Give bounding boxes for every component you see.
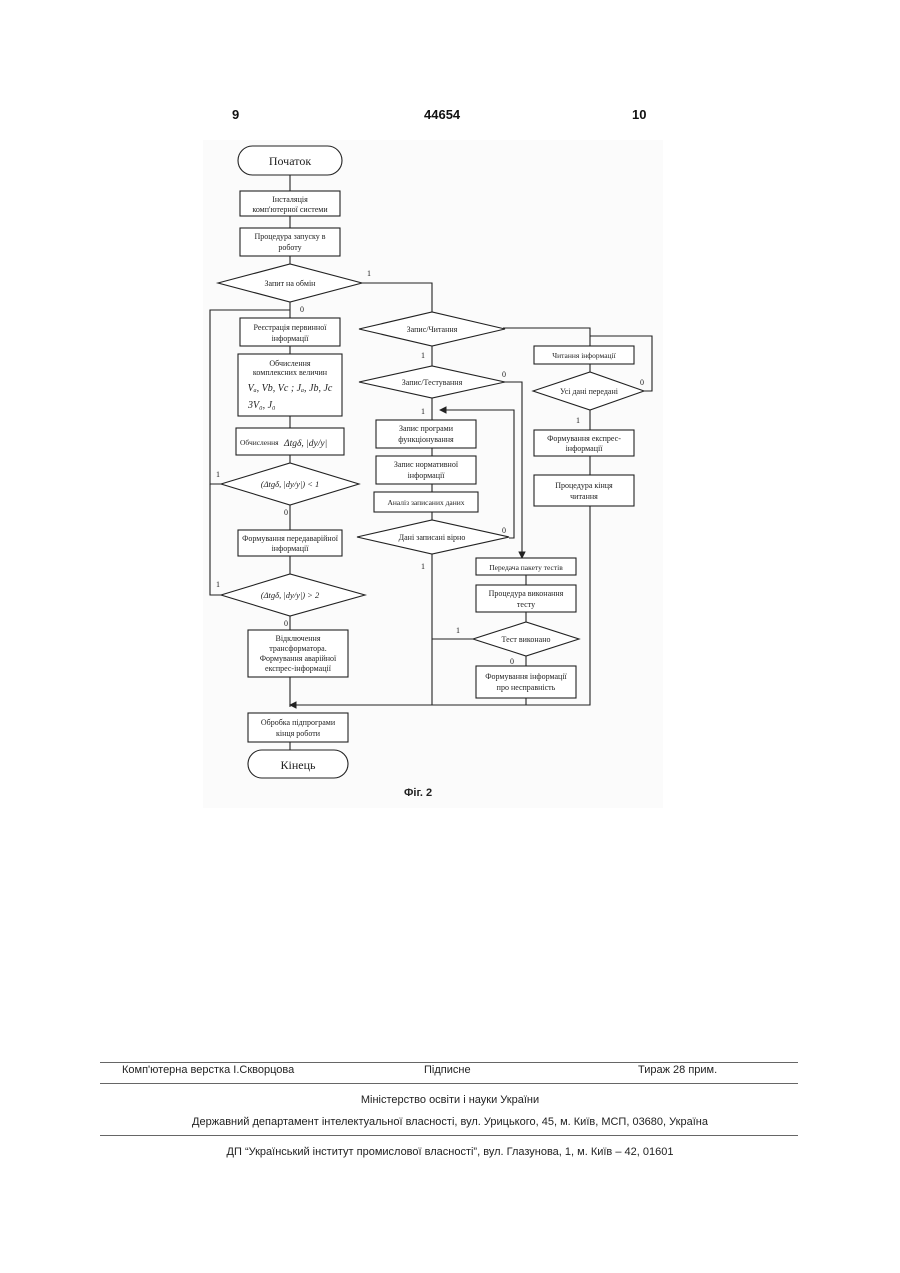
branch-label: 1	[421, 351, 425, 360]
svg-text:Обробка підпрограми: Обробка підпрограми	[261, 718, 336, 727]
branch-label: 0	[284, 508, 288, 517]
svg-text:комп'ютерної системи: комп'ютерної системи	[252, 205, 328, 214]
svg-text:інформації: інформації	[272, 544, 310, 553]
svg-text:Процедура кінця: Процедура кінця	[555, 481, 613, 490]
end-terminal: Кінець	[248, 750, 348, 778]
register-primary-box: Реєстрація первинної інформації	[240, 318, 340, 346]
svg-text:інформації: інформації	[408, 471, 446, 480]
svg-text:Читання інформації: Читання інформації	[552, 351, 616, 360]
svg-text:функціонування: функціонування	[398, 435, 454, 444]
svg-text:Дані записані вірно: Дані записані вірно	[399, 533, 466, 542]
svg-text:Відключення: Відключення	[276, 634, 321, 643]
write-normative-box: Запис нормативної інформації	[376, 456, 476, 484]
write-program-box: Запис програми функціонування	[376, 420, 476, 448]
svg-text:Запис нормативної: Запис нормативної	[394, 460, 459, 469]
branch-label: 0	[284, 619, 288, 628]
svg-text:Тест виконано: Тест виконано	[501, 635, 550, 644]
svg-text:Vₐ, Vb, Vc ; Jₐ, Jb, Jc: Vₐ, Vb, Vc ; Jₐ, Jb, Jc	[248, 383, 333, 394]
svg-text:(Δtgδ, |dy/y|) < 1: (Δtgδ, |dy/y|) < 1	[261, 479, 320, 489]
svg-text:(Δtgδ, |dy/y|) > 2: (Δtgδ, |dy/y|) > 2	[261, 590, 320, 600]
branch-label: 0	[640, 378, 644, 387]
svg-text:інформації: інформації	[272, 334, 310, 343]
signed-note: Підписне	[424, 1064, 471, 1076]
ministry-line: Міністерство освіти і науки України	[0, 1094, 900, 1106]
form-prealarm-box: Формування передаварійної інформації	[238, 530, 342, 556]
svg-text:Формування інформації: Формування інформації	[485, 672, 567, 681]
svg-text:комплексних величин: комплексних величин	[253, 368, 328, 377]
svg-text:Обчислення: Обчислення	[240, 438, 279, 447]
svg-text:роботу: роботу	[278, 243, 301, 252]
launch-box: Процедура запуску в роботу	[240, 228, 340, 256]
branch-label: 0	[510, 657, 514, 666]
branch-label: 1	[421, 562, 425, 571]
read-info-box: Читання інформації	[534, 346, 634, 364]
department-line: Державний департамент інтелектуальної вл…	[0, 1116, 900, 1128]
svg-text:3V₀, J₀: 3V₀, J₀	[247, 400, 276, 411]
branch-label: 1	[456, 626, 460, 635]
circulation-note: Тираж 28 прим.	[638, 1064, 717, 1076]
institute-line: ДП “Український інститут промислової вла…	[0, 1146, 900, 1158]
branch-label: 1	[367, 269, 371, 278]
svg-text:Формування аварійної: Формування аварійної	[260, 654, 337, 663]
svg-text:експрес-інформації: експрес-інформації	[265, 664, 332, 673]
svg-text:кінця роботи: кінця роботи	[276, 729, 321, 738]
form-express-box: Формування експрес- інформації	[534, 430, 634, 456]
svg-text:Інсталяція: Інсталяція	[272, 195, 308, 204]
svg-text:Обчислення: Обчислення	[269, 359, 311, 368]
svg-text:Реєстрація первинної: Реєстрація первинної	[254, 323, 328, 332]
branch-label: 1	[216, 580, 220, 589]
svg-text:Аналіз записаних даних: Аналіз записаних даних	[387, 498, 464, 507]
imprint-divider	[100, 1083, 798, 1084]
analyze-data-box: Аналіз записаних даних	[374, 492, 478, 512]
svg-text:Формування передаварійної: Формування передаварійної	[242, 534, 339, 543]
start-terminal: Початок	[238, 146, 342, 175]
flowchart-figure: Початок Інсталяція комп'ютерної системи …	[0, 0, 900, 820]
svg-text:Усі дані передані: Усі дані передані	[560, 387, 619, 396]
test-procedure-box: Процедура виконання тесту	[476, 585, 576, 612]
compute-dtg-box: Обчислення Δtgδ, |dy/y|	[236, 428, 344, 455]
svg-text:Передача пакету тестів: Передача пакету тестів	[489, 563, 563, 572]
end-routine-box: Обробка підпрограми кінця роботи	[248, 713, 348, 742]
imprint-divider	[100, 1135, 798, 1136]
svg-text:Формування експрес-: Формування експрес-	[547, 434, 621, 443]
layout-credit: Комп'ютерна верстка І.Скворцова	[122, 1064, 294, 1076]
send-tests-box: Передача пакету тестів	[476, 558, 576, 575]
imprint-divider	[100, 1062, 798, 1063]
svg-text:Процедура запуску в: Процедура запуску в	[254, 232, 325, 241]
svg-text:Початок: Початок	[269, 154, 311, 168]
svg-text:трансформатора.: трансформатора.	[269, 644, 326, 653]
branch-label: 1	[421, 407, 425, 416]
init-box: Інсталяція комп'ютерної системи	[240, 191, 340, 216]
branch-label: 1	[216, 470, 220, 479]
branch-label: 0	[502, 370, 506, 379]
svg-text:Процедура виконання: Процедура виконання	[489, 589, 564, 598]
svg-text:про несправність: про несправність	[497, 683, 556, 692]
svg-text:Кінець: Кінець	[281, 758, 317, 772]
figure-caption: Фіг. 2	[404, 787, 432, 799]
svg-text:Запис/Тестування: Запис/Тестування	[402, 378, 463, 387]
read-end-box: Процедура кінця читання	[534, 475, 634, 506]
svg-text:читання: читання	[570, 492, 598, 501]
compute-complex-box: Обчислення комплексних величин Vₐ, Vb, V…	[238, 354, 342, 416]
svg-text:Запис/Читання: Запис/Читання	[407, 325, 458, 334]
branch-label: 0	[502, 526, 506, 535]
branch-label: 1	[576, 416, 580, 425]
svg-text:Δtgδ, |dy/y|: Δtgδ, |dy/y|	[283, 439, 327, 449]
branch-label: 0	[300, 305, 304, 314]
disconnect-box: Відключення трансформатора. Формування а…	[248, 630, 348, 677]
svg-text:Запит на обмін: Запит на обмін	[265, 279, 317, 288]
svg-text:інформації: інформації	[566, 444, 604, 453]
svg-text:тесту: тесту	[517, 600, 535, 609]
form-fault-box: Формування інформації про несправність	[476, 666, 576, 698]
svg-text:Запис програми: Запис програми	[399, 424, 454, 433]
